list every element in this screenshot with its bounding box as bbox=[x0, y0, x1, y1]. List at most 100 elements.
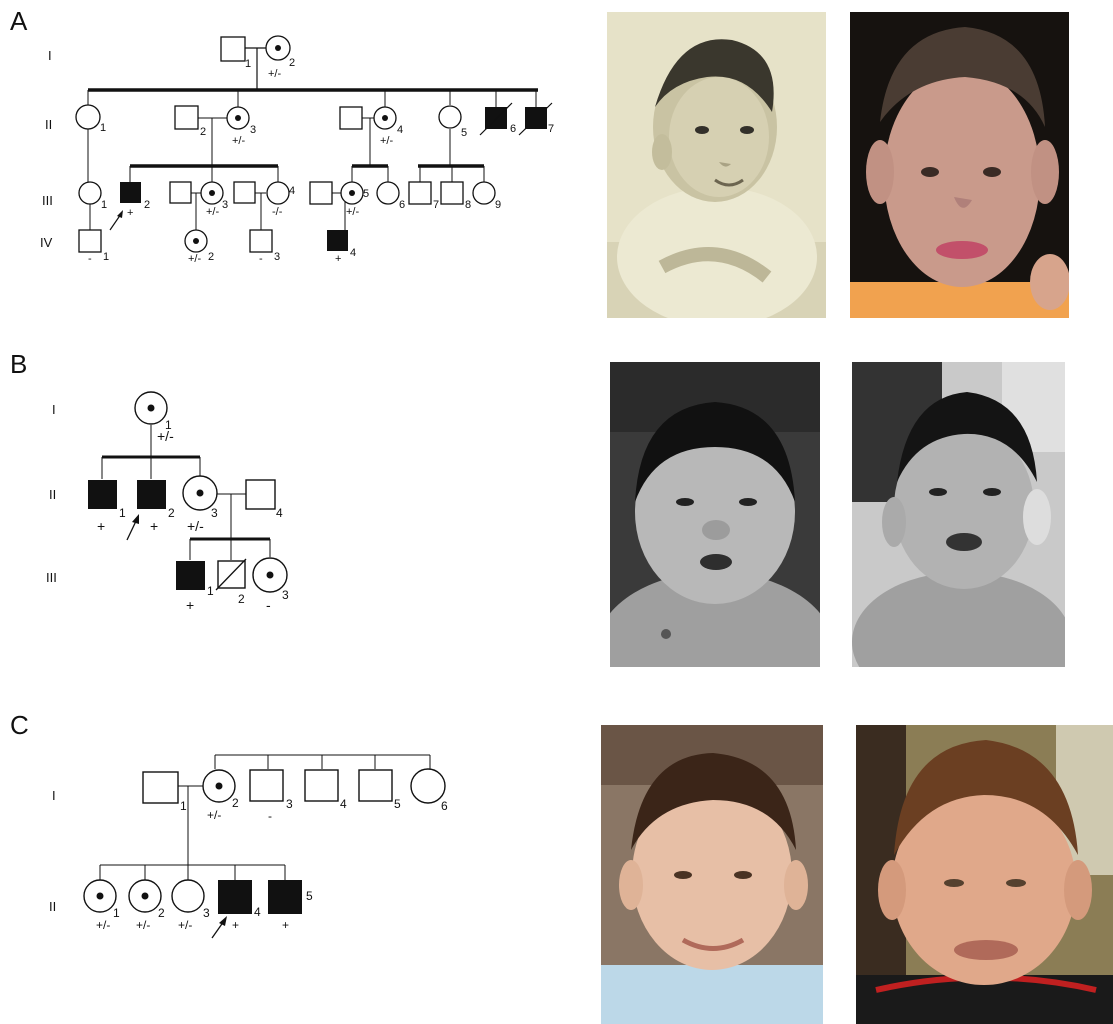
pedigree-chart: 1 2 +/- 1 2 3 +/- 4 +/- 5 6 7 1 2 + bbox=[75, 35, 554, 265]
genotype-label: +/- bbox=[232, 135, 245, 147]
male-unaffected-symbol bbox=[304, 769, 339, 802]
individual-number: 4 bbox=[289, 185, 295, 197]
individual-number: 2 bbox=[144, 199, 150, 211]
genotype-label: - bbox=[266, 597, 271, 613]
female-unaffected-symbol bbox=[438, 105, 462, 129]
female-unaffected-symbol bbox=[171, 879, 205, 913]
genotype-label: + bbox=[97, 518, 105, 534]
genotype-label: +/- bbox=[207, 808, 221, 822]
individual-number: 2 bbox=[238, 592, 245, 606]
individual-number: 8 bbox=[465, 199, 471, 211]
individual-number: 2 bbox=[232, 796, 239, 810]
infant-face-photo bbox=[610, 362, 820, 667]
genotype-label: +/- bbox=[178, 918, 192, 932]
individual-number: 1 bbox=[101, 199, 107, 211]
individual-number: 6 bbox=[399, 199, 405, 211]
individual-number: 9 bbox=[495, 199, 501, 211]
individual-number: 1 bbox=[100, 122, 106, 134]
generation-label: II bbox=[49, 899, 57, 914]
genotype-label: + bbox=[127, 207, 133, 219]
genotype-label: + bbox=[150, 518, 158, 534]
individual-number: 3 bbox=[274, 251, 280, 263]
individual-number: 5 bbox=[461, 127, 467, 139]
individual-number: 3 bbox=[211, 506, 218, 520]
individual-number: 2 bbox=[208, 251, 214, 263]
individual-number: 4 bbox=[254, 905, 261, 919]
male-affected-symbol bbox=[218, 880, 252, 914]
male-unaffected-symbol bbox=[220, 36, 246, 62]
deceased-slash bbox=[215, 558, 247, 591]
individual-number: 2 bbox=[200, 126, 206, 138]
generation-label: IV bbox=[40, 235, 53, 250]
male-unaffected-symbol bbox=[440, 181, 464, 205]
individual-number: 1 bbox=[113, 906, 120, 920]
individual-number: 6 bbox=[510, 123, 516, 135]
male-unaffected-symbol bbox=[169, 181, 192, 204]
individual-number: 1 bbox=[119, 506, 126, 520]
individual-number: 7 bbox=[433, 199, 439, 211]
individual-number: 4 bbox=[276, 506, 283, 520]
proband-arrow-icon bbox=[109, 210, 123, 231]
genotype-label: +/- bbox=[206, 206, 219, 218]
individual-number: 2 bbox=[168, 506, 175, 520]
female-unaffected-symbol bbox=[410, 768, 446, 804]
pedigree-chart: 1 2 +/- 3 - 4 5 6 1 +/- 2 +/- 3 +/- 4 + … bbox=[83, 754, 448, 939]
male-affected-symbol bbox=[88, 480, 117, 509]
individual-number: 2 bbox=[158, 906, 165, 920]
male-unaffected-symbol bbox=[309, 181, 333, 205]
male-unaffected-symbol bbox=[174, 105, 199, 130]
child-face-photo bbox=[601, 725, 823, 1024]
adult-face-photo bbox=[850, 12, 1069, 318]
male-unaffected-symbol bbox=[339, 106, 363, 130]
individual-number: 1 bbox=[180, 799, 187, 813]
proband-arrow-icon bbox=[211, 916, 227, 939]
genotype-label: +/- bbox=[268, 68, 281, 80]
female-unaffected-symbol bbox=[472, 181, 496, 205]
female-unaffected-symbol bbox=[376, 181, 400, 205]
deceased-slash bbox=[479, 102, 513, 136]
genotype-label: +/- bbox=[380, 135, 393, 147]
pedigree-lines bbox=[99, 754, 431, 880]
deceased-slash bbox=[518, 102, 553, 136]
male-unaffected-symbol bbox=[142, 771, 179, 804]
male-affected-symbol bbox=[176, 561, 205, 590]
panel-label: C bbox=[10, 710, 29, 740]
genotype-label: - bbox=[88, 253, 92, 265]
individual-number: 3 bbox=[250, 124, 256, 136]
male-affected-symbol bbox=[120, 182, 141, 203]
individual-number: 4 bbox=[397, 124, 403, 136]
proband-arrow-icon bbox=[126, 514, 139, 541]
panel-label: A bbox=[10, 6, 28, 36]
individual-number: 3 bbox=[203, 906, 210, 920]
pedigree-chart: 1 +/- 1 + 2 + 3 +/- 4 1 + 2 3 - bbox=[88, 391, 289, 613]
genotype-label: +/- bbox=[136, 918, 150, 932]
generation-label: II bbox=[45, 117, 53, 132]
individual-number: 3 bbox=[282, 588, 289, 602]
child-face-photo bbox=[856, 725, 1113, 1024]
male-unaffected-symbol bbox=[249, 229, 273, 253]
genotype-label: +/- bbox=[96, 918, 110, 932]
pedigree-lines bbox=[87, 47, 538, 230]
individual-number: 6 bbox=[441, 799, 448, 813]
generation-label: I bbox=[52, 402, 56, 417]
genotype-label: +/- bbox=[346, 206, 359, 218]
female-unaffected-symbol bbox=[266, 181, 290, 205]
panel-b: B I II III 1 +/- 1 + 2 + bbox=[0, 345, 600, 675]
genotype-label: -/- bbox=[272, 206, 283, 218]
panel-label: B bbox=[10, 349, 28, 379]
panel-c: C I II 1 2 +/- 3 - 4 5 bbox=[0, 710, 600, 1024]
generation-label: II bbox=[49, 487, 57, 502]
genotype-label: + bbox=[186, 597, 194, 613]
female-unaffected-symbol bbox=[78, 181, 102, 205]
genotype-label: - bbox=[268, 809, 272, 823]
male-affected-symbol bbox=[485, 107, 507, 129]
generation-label: I bbox=[52, 788, 56, 803]
male-affected-symbol bbox=[268, 880, 302, 914]
individual-number: 5 bbox=[363, 188, 369, 200]
genotype-label: + bbox=[232, 918, 239, 932]
individual-number: 4 bbox=[340, 797, 347, 811]
generation-label: III bbox=[46, 570, 57, 585]
individual-number: 1 bbox=[103, 251, 109, 263]
male-unaffected-symbol bbox=[358, 769, 393, 802]
toddler-face-photo bbox=[852, 362, 1065, 667]
